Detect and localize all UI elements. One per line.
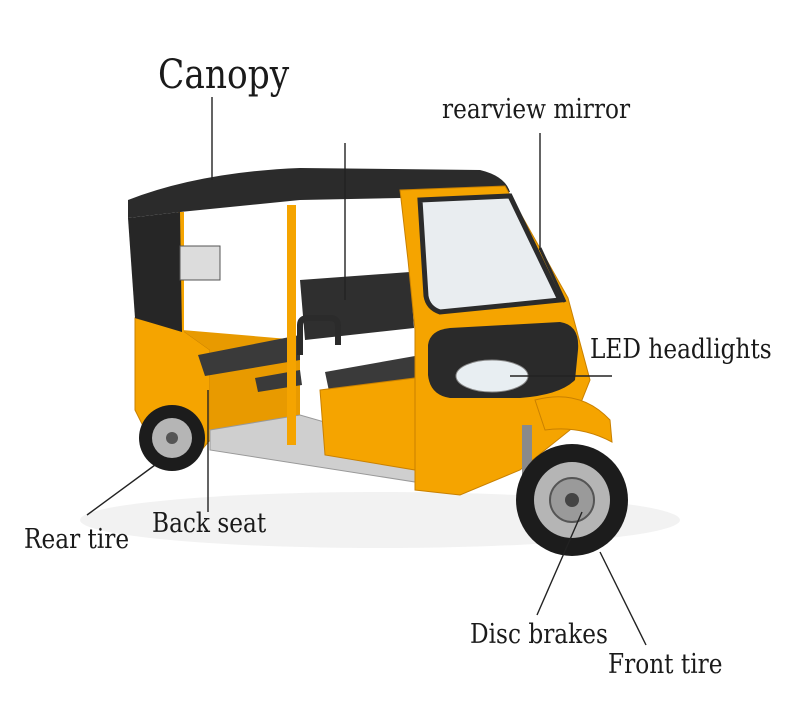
label-back-seat: Back seat [152,508,267,539]
door-pillar [287,205,296,445]
label-led-headlights: LED headlights [590,334,772,365]
leader-rear-tire [86,464,156,516]
front-seat-cushion [325,356,415,396]
canopy-roof [128,168,510,218]
leader-disc-brakes [536,511,583,616]
label-front-tire: Front tire [608,649,723,680]
leader-front-tire [599,551,647,646]
label-canopy: Canopy [158,52,290,98]
seat-base-box [319,377,416,471]
mirror-arm [538,247,567,303]
windshield [417,193,564,315]
back-seat-backrest [300,272,414,340]
label-rearview-mirror: rearview mirror [442,94,631,125]
back-seat-cushion [198,335,300,376]
rear-window [179,245,221,281]
front-fork [522,425,532,495]
label-rear-tire: Rear tire [24,524,130,555]
grab-handle [297,315,341,355]
front-hub [565,493,579,507]
label-disc-brakes: Disc brakes [470,619,608,650]
rear-curtain [128,212,182,332]
rear-hub [166,432,178,444]
front-fender [534,396,613,443]
